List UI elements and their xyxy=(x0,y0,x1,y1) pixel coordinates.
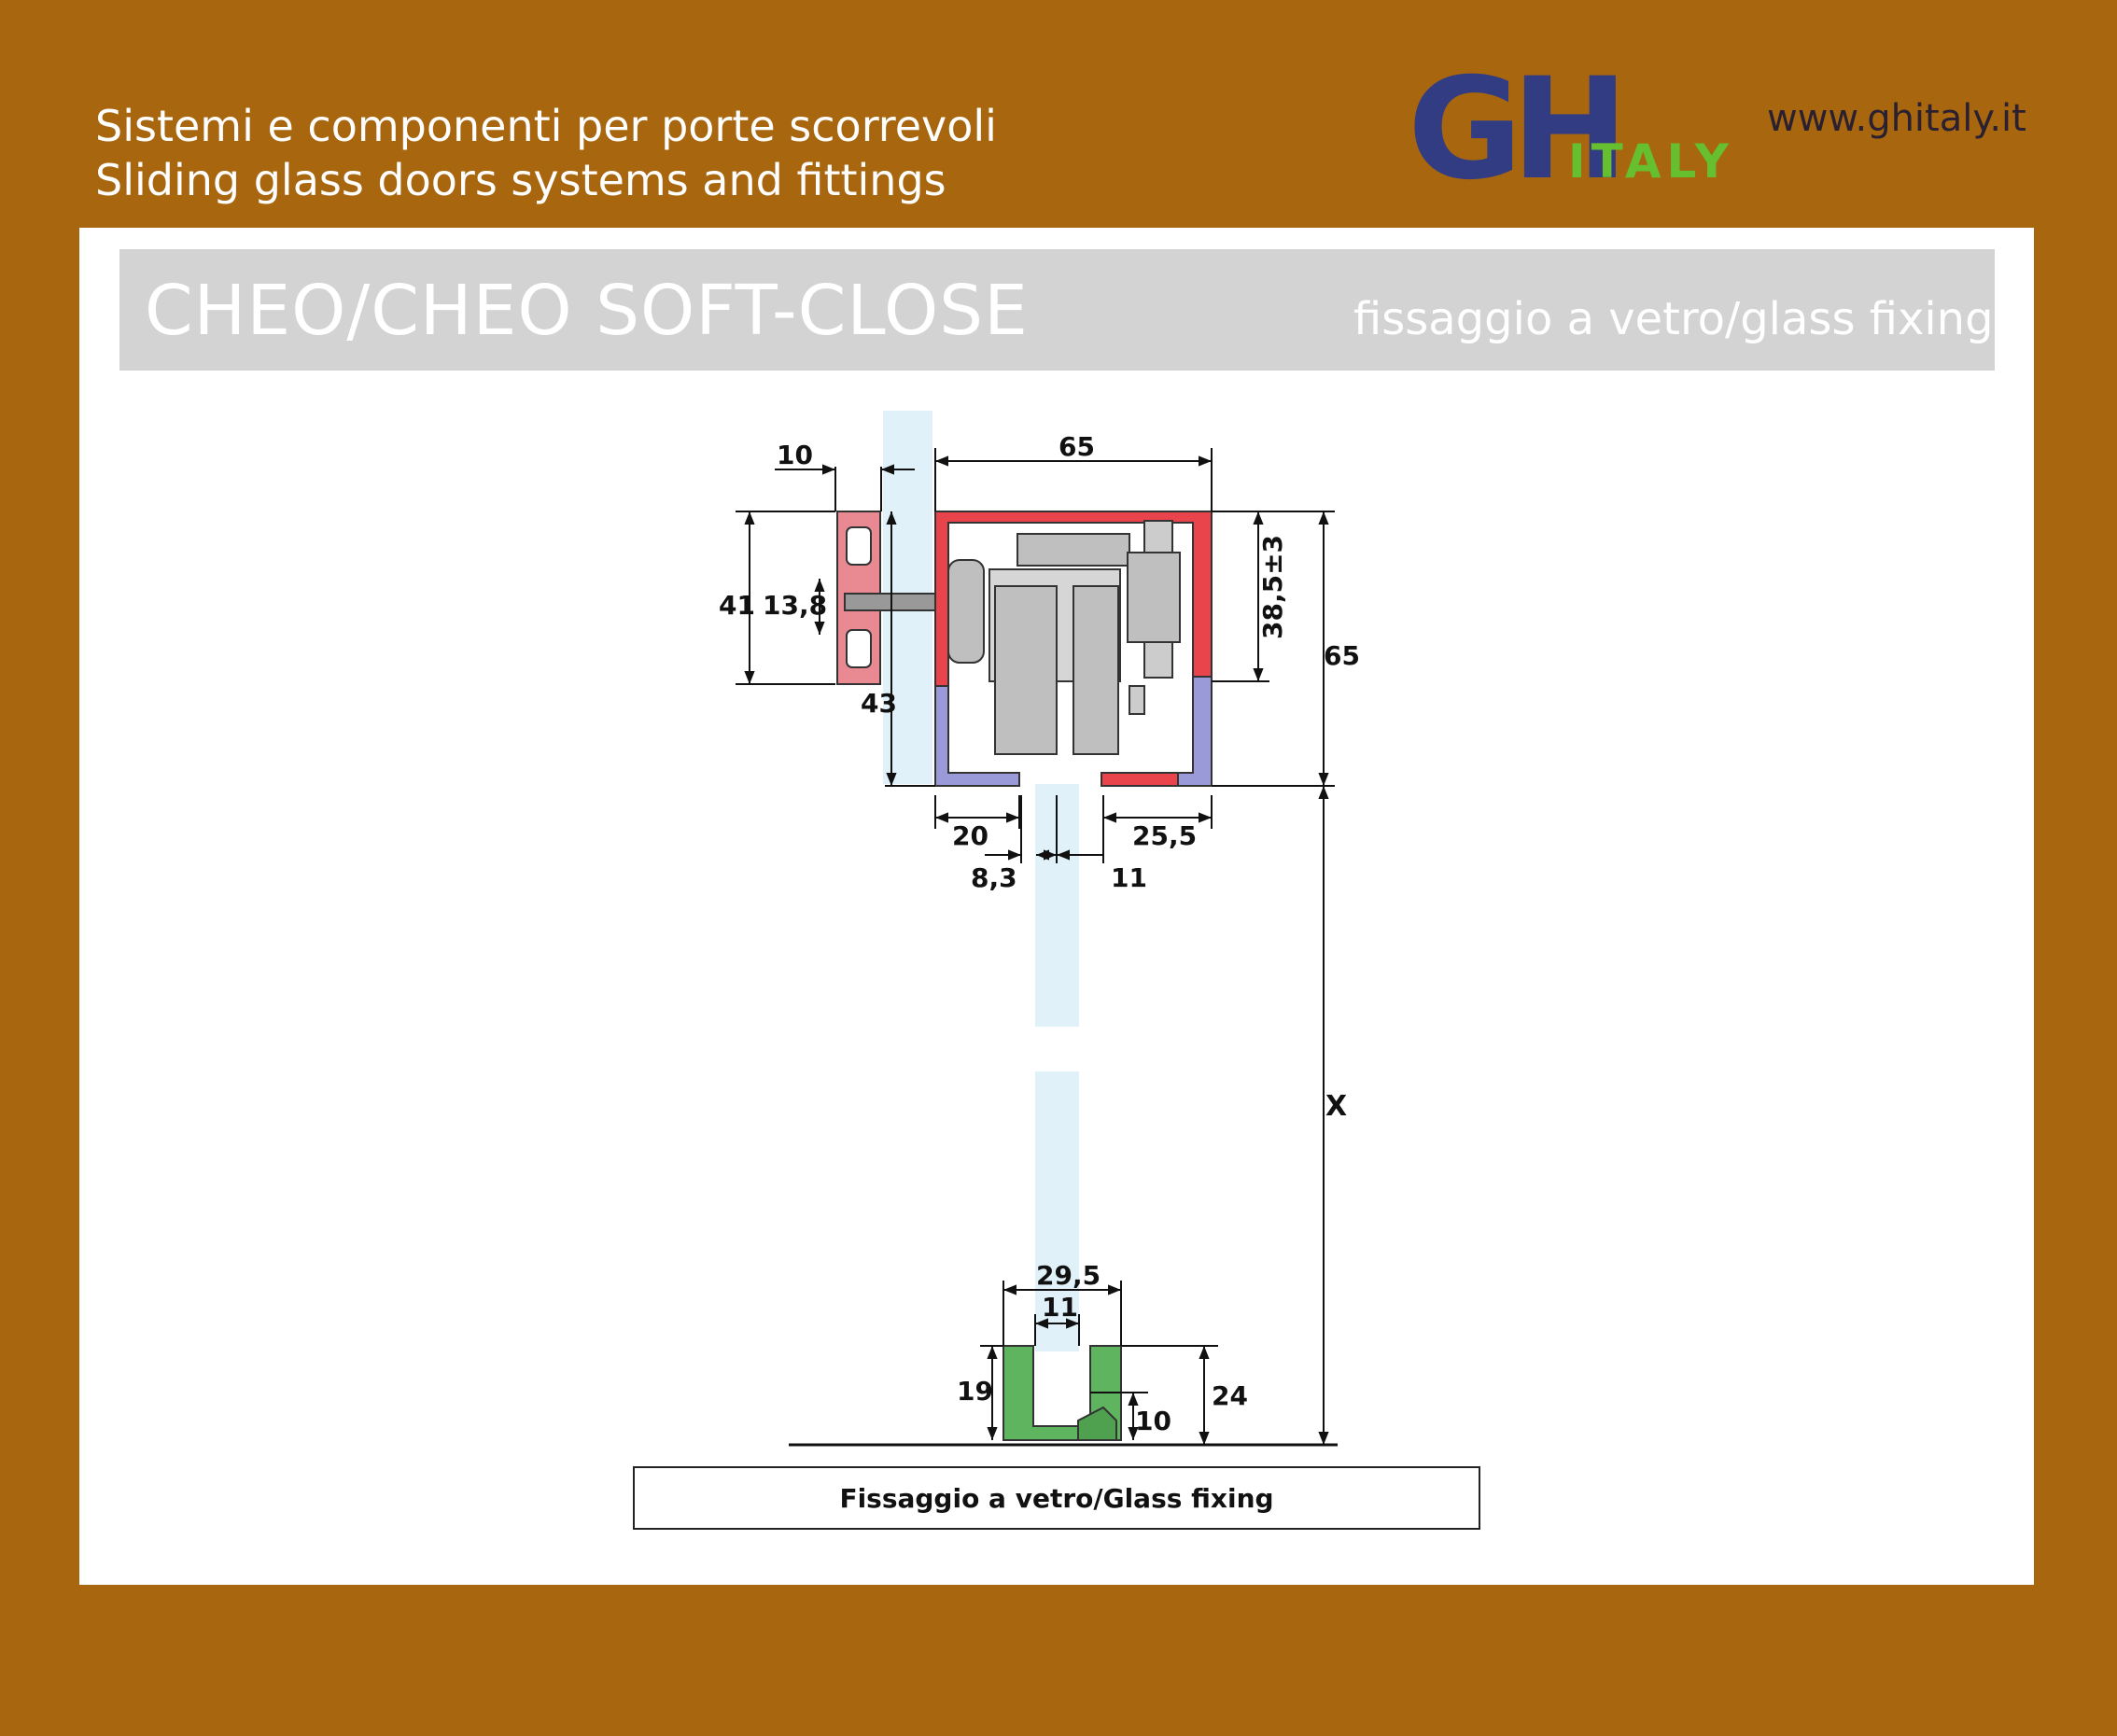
glass-lower xyxy=(1035,1071,1079,1351)
carriage-arm-right xyxy=(1073,585,1119,755)
dim-11-top: 11 xyxy=(1111,862,1147,893)
roller-wheel xyxy=(947,559,985,664)
dim-24: 24 xyxy=(1212,1380,1248,1411)
dim-8-3: 8,3 xyxy=(971,862,1017,893)
dim-x: X xyxy=(1325,1090,1347,1123)
dim-65-right: 65 xyxy=(1324,640,1360,671)
dim-25-5: 25,5 xyxy=(1132,820,1197,851)
website-link[interactable]: www.ghitaly.it xyxy=(1767,97,2026,140)
title-bar xyxy=(119,249,1995,371)
page-subtitle: fissaggio a vetro/glass fixing xyxy=(1353,293,1994,345)
dim-65-top: 65 xyxy=(1058,431,1095,462)
caption-text: Fissaggio a vetro/Glass fixing xyxy=(839,1482,1274,1514)
tagline-english: Sliding glass doors systems and fittings xyxy=(95,155,946,205)
page-title: CHEO/CHEO SOFT-CLOSE xyxy=(145,271,1029,351)
dim-41: 41 xyxy=(719,590,755,621)
soft-close-unit xyxy=(1127,552,1181,643)
carriage-arm-left xyxy=(994,585,1058,755)
top-plate xyxy=(1016,533,1130,567)
dim-19: 19 xyxy=(957,1376,993,1407)
gh-italy-logo: GH ITALY xyxy=(1408,54,1734,185)
dim-43: 43 xyxy=(861,688,897,719)
dim-29-5: 29,5 xyxy=(1036,1260,1101,1291)
dim-10-bottom: 10 xyxy=(1135,1406,1171,1436)
dim-20: 20 xyxy=(952,820,988,851)
logo-italy-text: ITALY xyxy=(1568,134,1734,185)
dim-38-5: 38,5±3 xyxy=(1257,535,1288,639)
logo-gh-text: GH xyxy=(1408,54,1618,185)
dim-13-8: 13,8 xyxy=(763,590,827,621)
dim-10-top: 10 xyxy=(777,440,813,470)
tagline-italian: Sistemi e componenti per porte scorrevol… xyxy=(95,101,997,151)
dim-11-bottom: 11 xyxy=(1042,1292,1078,1323)
caption-box: Fissaggio a vetro/Glass fixing xyxy=(633,1466,1480,1530)
